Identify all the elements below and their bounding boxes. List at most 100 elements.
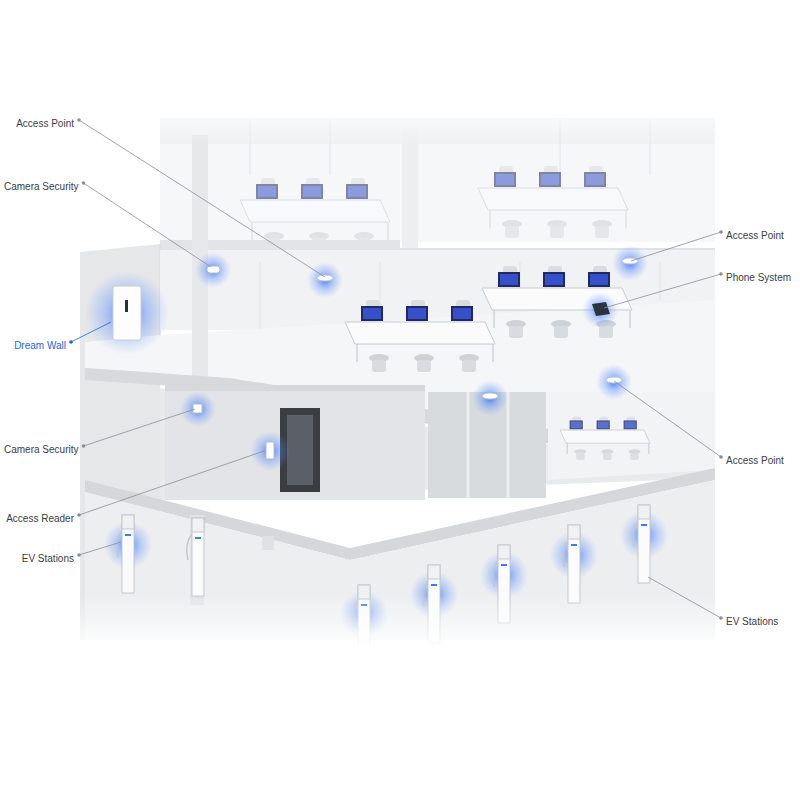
monitor — [498, 272, 520, 287]
network-device — [596, 364, 632, 400]
monitor — [494, 172, 516, 187]
monitor-screen — [303, 186, 321, 197]
leader-line — [79, 120, 325, 277]
leader-dot — [719, 616, 723, 620]
office-chair — [554, 326, 568, 338]
charger-head — [638, 505, 650, 519]
monitor — [406, 306, 428, 321]
leader-line — [604, 274, 721, 308]
charger-light — [431, 584, 437, 586]
charger-light — [571, 544, 577, 546]
desk-leg — [567, 443, 568, 454]
monitor-screen — [541, 174, 559, 185]
desk-leg — [626, 210, 627, 228]
network-device — [472, 380, 508, 416]
charger-light — [195, 537, 201, 539]
office-chair — [372, 360, 386, 372]
network-device — [195, 252, 231, 288]
monitor-screen — [348, 186, 366, 197]
charging-cable — [117, 531, 122, 557]
charger-head — [192, 518, 204, 532]
callout-label: EV Stations — [726, 615, 778, 629]
network-device — [180, 391, 216, 427]
lower-level — [467, 392, 470, 498]
leader-line — [648, 577, 721, 618]
lower-level — [548, 392, 715, 480]
callout-holder: Access Point — [726, 225, 784, 243]
leader-dot — [82, 181, 86, 185]
monitor — [361, 306, 383, 321]
monitor-screen — [363, 308, 381, 319]
desk-cluster — [345, 300, 495, 372]
desk-cluster — [478, 166, 628, 238]
desk-leg — [648, 443, 649, 454]
network-device — [622, 258, 638, 264]
office-chair — [509, 326, 523, 338]
callout-label: EV Stations — [22, 552, 74, 566]
lower-level — [287, 415, 313, 485]
leader-line — [83, 409, 195, 446]
leader-line — [631, 232, 721, 261]
desk-leg — [490, 210, 491, 228]
desk-top — [345, 322, 495, 344]
leader-dot — [719, 230, 723, 234]
callout-holder: Camera Security — [4, 176, 78, 194]
leader-dot — [77, 513, 81, 517]
monitor — [256, 184, 278, 199]
charger-head — [122, 515, 134, 529]
monitor — [597, 420, 610, 429]
desk-cluster — [345, 266, 632, 372]
leader-line — [79, 451, 264, 515]
network-device — [317, 275, 333, 281]
callout-holder: EV Stations — [22, 548, 74, 566]
desk-leg — [388, 222, 389, 240]
desk-top — [478, 188, 628, 210]
middle-level — [260, 262, 261, 330]
callout-holder: Dream Wall — [14, 335, 66, 353]
leader-dot — [719, 272, 723, 276]
monitor — [624, 420, 637, 429]
ev-station — [550, 525, 598, 603]
network-device — [113, 286, 141, 340]
leader-dot — [69, 340, 73, 344]
office-chair — [462, 360, 476, 372]
fade-overlay — [0, 650, 800, 800]
leader-line — [614, 381, 721, 457]
desk-cluster — [240, 166, 628, 250]
lower-level — [165, 385, 425, 391]
charging-cable — [563, 541, 568, 567]
desk-top — [560, 430, 650, 443]
network-device — [612, 245, 648, 281]
monitor-screen — [408, 308, 426, 319]
garage-level — [190, 515, 204, 605]
callout-holder: Access Point — [726, 450, 784, 468]
lower-level — [165, 385, 425, 500]
charging-cable — [633, 521, 638, 547]
office-chair — [576, 453, 584, 460]
monitor-screen — [590, 274, 608, 285]
callout-label: Camera Security — [4, 180, 78, 194]
network-device — [85, 271, 169, 355]
desk-top — [240, 200, 390, 222]
network-device — [592, 302, 610, 316]
callout-holder: Access Reader — [6, 508, 74, 526]
office-chair — [603, 453, 611, 460]
monitor-screen — [258, 186, 276, 197]
network-device — [207, 266, 220, 273]
desk-leg — [494, 310, 495, 328]
charger-pillar — [568, 525, 580, 603]
ev-station — [620, 505, 668, 583]
monitor-screen — [625, 422, 636, 429]
network-device — [193, 404, 202, 413]
monitor-screen — [453, 308, 471, 319]
monitor — [570, 420, 583, 429]
monitor-screen — [545, 274, 563, 285]
charger-head — [428, 565, 440, 579]
lower-level — [507, 392, 510, 498]
desk-leg — [357, 344, 358, 362]
callout-label: Access Point — [16, 117, 74, 131]
leader-dot — [77, 553, 81, 557]
